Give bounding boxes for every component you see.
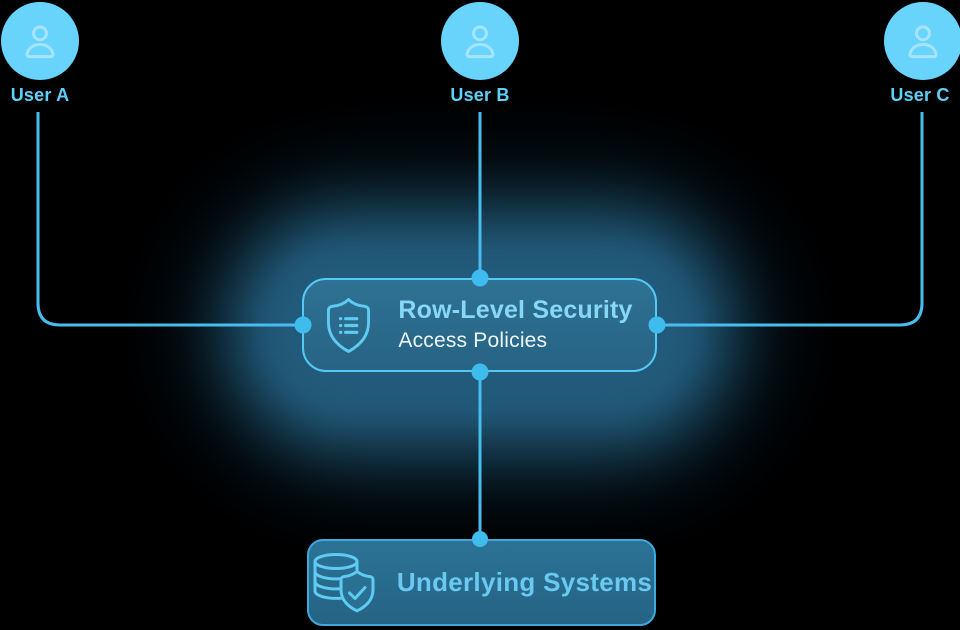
user-avatar-circle	[884, 2, 960, 80]
user-label: User C	[890, 85, 950, 105]
connector-user-c	[657, 112, 924, 327]
database-shield-check-icon	[313, 552, 375, 612]
rls-box: Row-Level Security Access Policies	[302, 278, 657, 372]
user-label: User B	[450, 85, 510, 105]
user-avatar-circle	[441, 2, 519, 80]
connector-user-a	[36, 112, 303, 327]
rls-subtitle: Access Policies	[398, 328, 548, 352]
person-icon	[465, 25, 495, 59]
systems-label: Underlying Systems	[396, 567, 653, 597]
person-icon	[908, 25, 938, 59]
systems-box: Underlying Systems	[307, 539, 656, 626]
rls-title: Row-Level Security	[398, 296, 633, 325]
user-avatar-circle	[1, 2, 79, 80]
person-icon	[25, 25, 55, 59]
shield-policy-list-icon	[327, 297, 371, 353]
user-label: User A	[10, 85, 70, 105]
